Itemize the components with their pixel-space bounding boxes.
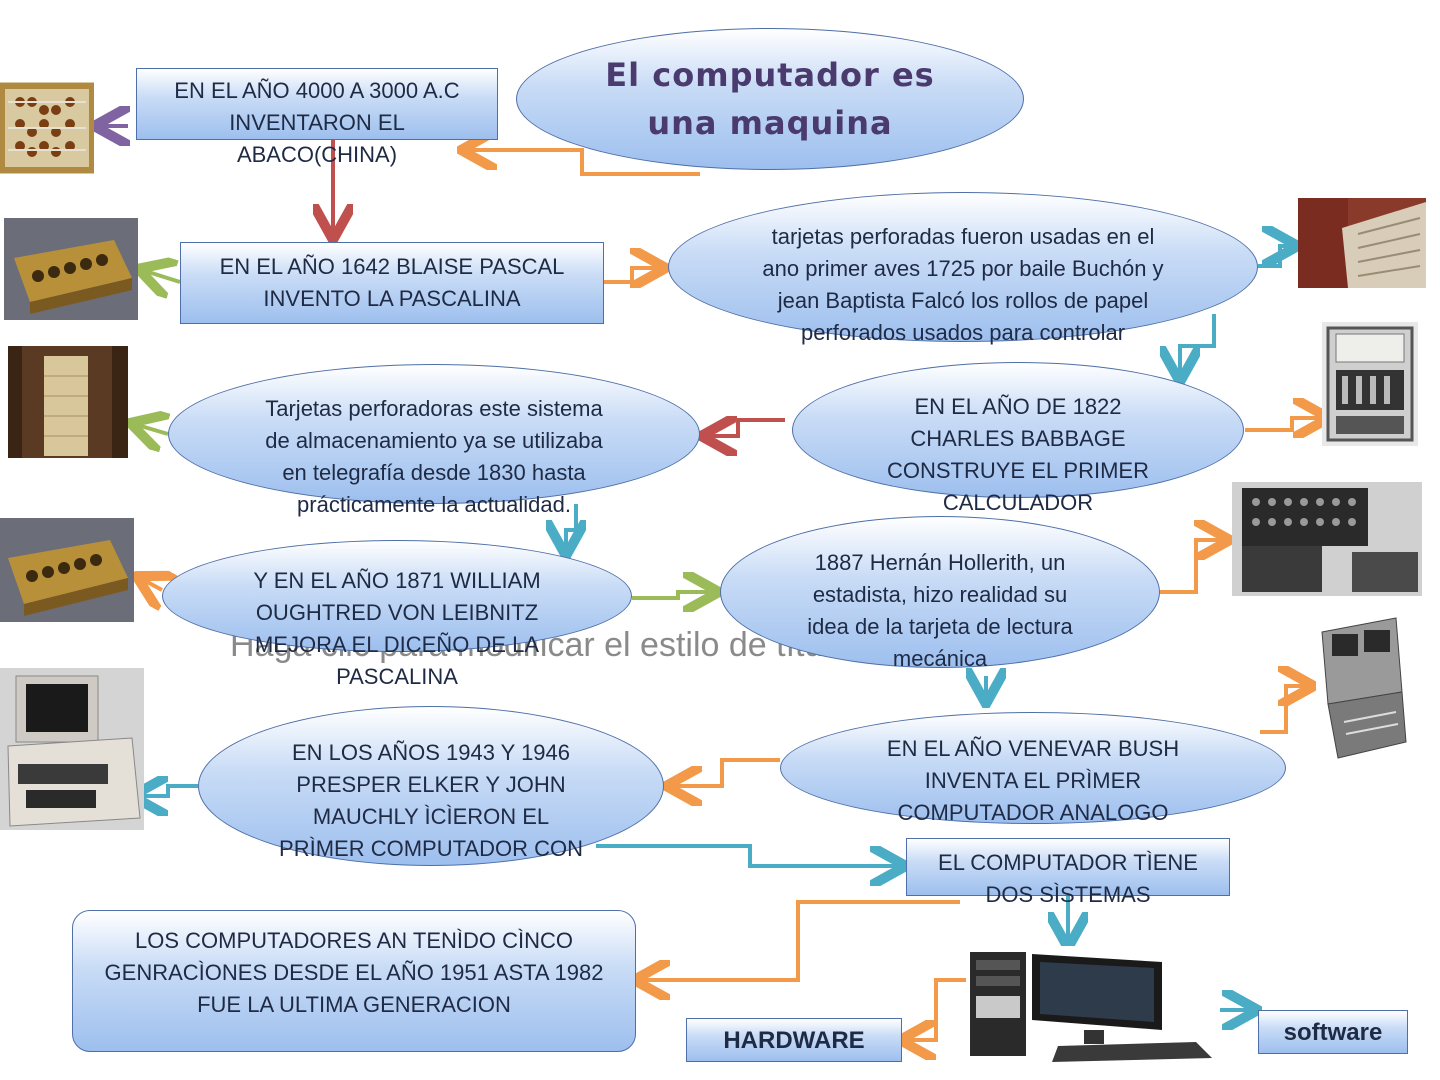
generaciones-box: LOS COMPUTADORES AN TENÌDO CÌNCO GENRACÌ…	[72, 910, 636, 1052]
tarjetas-to-babbage-arrow	[1180, 314, 1216, 378]
tabulator-photo	[1232, 482, 1422, 596]
sistemas-text: EL COMPUTADOR TÌENE DOS SÌSTEMAS	[938, 850, 1198, 907]
sistemas-to-generaciones-arrow	[638, 900, 960, 980]
title-line-2: una maquina	[647, 104, 893, 142]
software-text: software	[1283, 1019, 1383, 1046]
perforadoras-to-leibnitz-arrow	[566, 504, 576, 552]
eniac-to-image-arrow	[136, 786, 198, 796]
generaciones-text: LOS COMPUTADORES AN TENÌDO CÌNCO GENRACÌ…	[104, 928, 604, 1017]
pet-computer-photo	[0, 668, 144, 830]
pascaline-photo-2	[0, 518, 134, 622]
eniac-ellipse: EN LOS AÑOS 1943 Y 1946 PRESPER ELKER Y …	[198, 706, 664, 866]
title-line-1: El computador es	[605, 56, 935, 94]
perforadoras-to-image-arrow	[134, 424, 168, 434]
babbage-to-perforadoras-arrow	[705, 420, 785, 436]
leibnitz-text: Y EN EL AÑO 1871 WILLIAM OUGHTRED VON LE…	[253, 568, 541, 689]
analog-computer-photo	[1316, 612, 1408, 760]
sistemas-box: EL COMPUTADOR TÌENE DOS SÌSTEMAS	[906, 838, 1230, 907]
desktop-pc-photo	[966, 946, 1220, 1064]
babbage-ellipse: EN EL AÑO DE 1822 CHARLES BABBAGE CONSTR…	[792, 362, 1244, 515]
loom-photo	[8, 346, 128, 458]
leibnitz-ellipse: Y EN EL AÑO 1871 WILLIAM OUGHTRED VON LE…	[162, 540, 632, 689]
pascal-to-image-arrow	[142, 270, 181, 282]
pascaline-photo	[4, 218, 138, 320]
abacus-photo	[0, 82, 94, 174]
bush-text: EN EL AÑO VENEVAR BUSH INVENTA EL PRÌMER…	[886, 736, 1180, 825]
pascal-to-tarjetas-arrow	[604, 268, 662, 282]
perforadoras-ellipse: Tarjetas perforadoras este sistema de al…	[168, 364, 700, 517]
abaco-text: EN EL AÑO 4000 A 3000 A.C INVENTARON EL …	[174, 78, 460, 167]
tarjetas-ellipse: tarjetas perforadas fueron usadas en el …	[668, 192, 1258, 345]
title-ellipse: El computador es una maquina	[516, 28, 1024, 170]
eniac-to-sistemas-arrow	[596, 844, 902, 866]
babbage-to-image-arrow	[1245, 418, 1325, 430]
pc-to-hardware-arrow	[904, 978, 970, 1040]
hardware-label: HARDWARE	[686, 1018, 902, 1062]
hollerith-ellipse: 1887 Hernán Hollerith, un estadista, hiz…	[720, 516, 1160, 671]
pascal-text: EN EL AÑO 1642 BLAISE PASCAL INVENTO LA …	[219, 254, 565, 311]
eniac-text: EN LOS AÑOS 1943 Y 1946 PRESPER ELKER Y …	[279, 740, 583, 861]
babbage-engine-photo	[1322, 322, 1418, 446]
bush-to-eniac-arrow	[670, 758, 780, 786]
perforadoras-text: Tarjetas perforadoras este sistema de al…	[265, 396, 603, 517]
software-label: software	[1258, 1010, 1408, 1054]
tarjetas-to-image-arrow	[1258, 246, 1294, 268]
hardware-text: HARDWARE	[723, 1027, 865, 1054]
bush-to-image-arrow	[1260, 686, 1310, 734]
pascal-box: EN EL AÑO 1642 BLAISE PASCAL INVENTO LA …	[180, 242, 604, 324]
tarjetas-text: tarjetas perforadas fueron usadas en el …	[762, 224, 1164, 345]
hollerith-to-image-arrow	[1160, 540, 1226, 594]
leibnitz-to-hollerith-arrow	[632, 592, 715, 598]
title-to-abaco-arrow	[465, 150, 700, 176]
leibnitz-to-image-arrow	[140, 578, 162, 590]
punched-cards-photo	[1298, 198, 1426, 288]
hollerith-text: 1887 Hernán Hollerith, un estadista, hiz…	[807, 550, 1073, 671]
bush-ellipse: EN EL AÑO VENEVAR BUSH INVENTA EL PRÌMER…	[780, 712, 1286, 825]
abaco-box: EN EL AÑO 4000 A 3000 A.C INVENTARON EL …	[136, 68, 498, 167]
babbage-text: EN EL AÑO DE 1822 CHARLES BABBAGE CONSTR…	[886, 394, 1149, 515]
